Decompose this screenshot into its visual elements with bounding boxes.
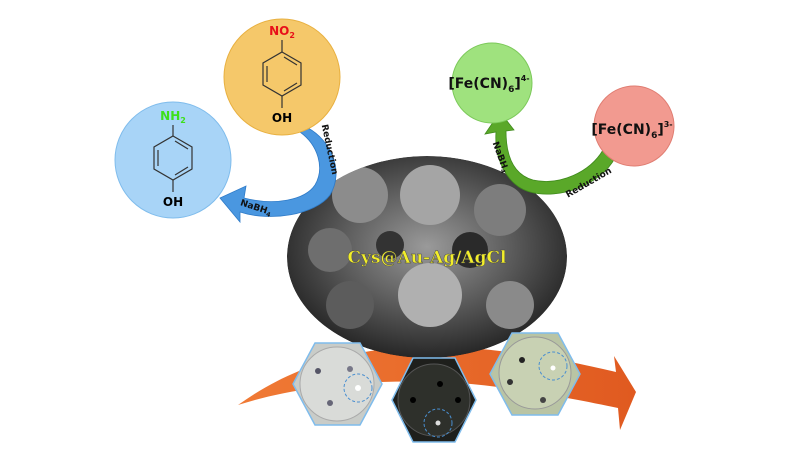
nitrophenol-molecule: NO2 OH: [223, 18, 341, 136]
svg-text:NO2: NO2: [269, 24, 295, 40]
petri-dish-1: [292, 342, 383, 426]
svg-text:OH: OH: [272, 111, 292, 125]
petri-dish-3: [489, 332, 581, 416]
aminophenol-molecule: NH2 OH: [114, 101, 232, 219]
core-material-label: Cys@Au-Ag/AgCl: [348, 248, 507, 268]
svg-text:[Fe(CN)6]3-: [Fe(CN)6]3-: [591, 120, 672, 141]
sem-image: [287, 156, 567, 358]
svg-text:NH2: NH2: [160, 109, 186, 125]
ferrocyanide-circle: [Fe(CN)6]4-: [448, 42, 533, 124]
petri-dish-2: [391, 357, 477, 443]
svg-text:[Fe(CN)6]4-: [Fe(CN)6]4-: [448, 74, 529, 95]
ferricyanide-circle: [Fe(CN)6]3-: [591, 85, 675, 167]
svg-text:OH: OH: [163, 195, 183, 209]
left-reduction-arrow: [219, 127, 337, 224]
